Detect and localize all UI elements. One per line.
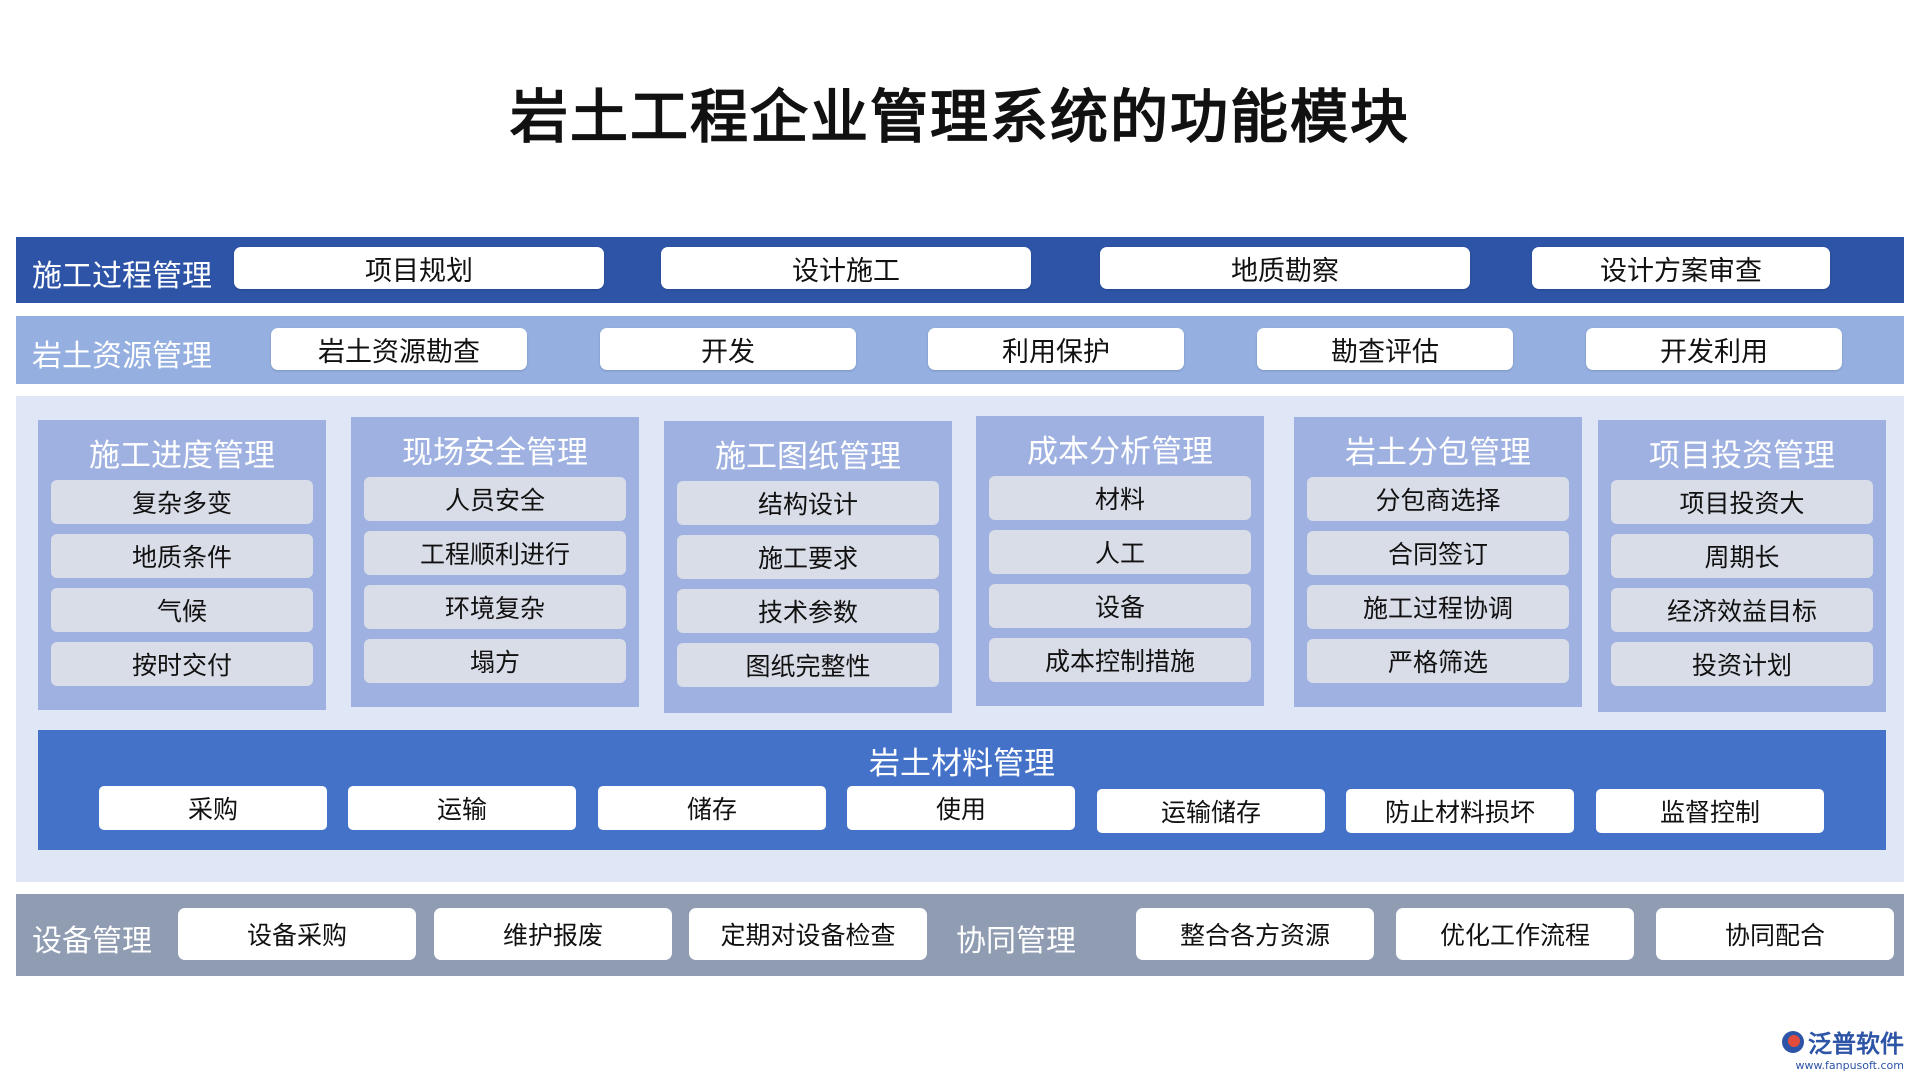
module-title: 施工进度管理 bbox=[89, 438, 275, 474]
module-item: 施工要求 bbox=[677, 535, 939, 579]
collab-item: 优化工作流程 bbox=[1396, 908, 1634, 960]
module-title: 现场安全管理 bbox=[402, 435, 588, 471]
materials-item: 使用 bbox=[847, 786, 1075, 830]
module-item: 塌方 bbox=[364, 639, 626, 683]
module-title: 施工图纸管理 bbox=[715, 439, 901, 475]
module-title: 成本分析管理 bbox=[1027, 434, 1213, 470]
module-item: 严格筛选 bbox=[1307, 639, 1569, 683]
module-item: 合同签订 bbox=[1307, 531, 1569, 575]
module-progress: 施工进度管理 复杂多变 地质条件 气候 按时交付 bbox=[38, 420, 326, 710]
row2-item: 勘查评估 bbox=[1257, 328, 1513, 370]
page-title: 岩土工程企业管理系统的功能模块 bbox=[509, 83, 1410, 151]
equipment-collab-band: 设备管理 设备采购 维护报废 定期对设备检查 协同管理 整合各方资源 优化工作流… bbox=[16, 894, 1904, 976]
brand-logo: 泛普软件 www.fanpusoft.com bbox=[1782, 1024, 1904, 1072]
logo-name: 泛普软件 bbox=[1808, 1030, 1904, 1058]
module-item: 投资计划 bbox=[1611, 642, 1873, 686]
module-title: 岩土分包管理 bbox=[1345, 435, 1531, 471]
module-subcontract: 岩土分包管理 分包商选择 合同签订 施工过程协调 严格筛选 bbox=[1294, 417, 1582, 707]
materials-item: 采购 bbox=[99, 786, 327, 830]
equipment-item: 定期对设备检查 bbox=[689, 908, 927, 960]
row1-item: 地质勘察 bbox=[1100, 247, 1470, 289]
construction-process-label: 施工过程管理 bbox=[32, 259, 212, 294]
materials-title: 岩土材料管理 bbox=[869, 746, 1055, 782]
module-item: 设备 bbox=[989, 584, 1251, 628]
module-item: 人工 bbox=[989, 530, 1251, 574]
row2-item: 开发 bbox=[600, 328, 856, 370]
materials-item: 储存 bbox=[598, 786, 826, 830]
module-item: 施工过程协调 bbox=[1307, 585, 1569, 629]
row2-item: 开发利用 bbox=[1586, 328, 1842, 370]
geo-resource-band: 岩土资源管理 岩土资源勘查 开发 利用保护 勘查评估 开发利用 bbox=[16, 316, 1904, 384]
module-item: 成本控制措施 bbox=[989, 638, 1251, 682]
row1-item: 项目规划 bbox=[234, 247, 604, 289]
row2-item: 岩土资源勘查 bbox=[271, 328, 527, 370]
module-item: 气候 bbox=[51, 588, 313, 632]
materials-item: 监督控制 bbox=[1596, 789, 1824, 833]
materials-item: 运输储存 bbox=[1097, 789, 1325, 833]
module-title: 项目投资管理 bbox=[1649, 438, 1835, 474]
collab-label: 协同管理 bbox=[956, 924, 1076, 959]
module-item: 分包商选择 bbox=[1307, 477, 1569, 521]
module-cost: 成本分析管理 材料 人工 设备 成本控制措施 bbox=[976, 416, 1264, 706]
row1-item: 设计方案审查 bbox=[1532, 247, 1830, 289]
module-safety: 现场安全管理 人员安全 工程顺利进行 环境复杂 塌方 bbox=[351, 417, 639, 707]
logo-url: www.fanpusoft.com bbox=[1795, 1059, 1904, 1072]
module-item: 复杂多变 bbox=[51, 480, 313, 524]
module-item: 工程顺利进行 bbox=[364, 531, 626, 575]
materials-item: 运输 bbox=[348, 786, 576, 830]
collab-item: 协同配合 bbox=[1656, 908, 1894, 960]
geo-resource-label: 岩土资源管理 bbox=[32, 339, 212, 374]
construction-process-band: 施工过程管理 项目规划 设计施工 地质勘察 设计方案审查 bbox=[16, 237, 1904, 303]
module-drawings: 施工图纸管理 结构设计 施工要求 技术参数 图纸完整性 bbox=[664, 421, 952, 713]
materials-item: 防止材料损坏 bbox=[1346, 789, 1574, 833]
module-item: 周期长 bbox=[1611, 534, 1873, 578]
row2-item: 利用保护 bbox=[928, 328, 1184, 370]
module-item: 经济效益目标 bbox=[1611, 588, 1873, 632]
equipment-item: 维护报废 bbox=[434, 908, 672, 960]
module-item: 地质条件 bbox=[51, 534, 313, 578]
module-item: 按时交付 bbox=[51, 642, 313, 686]
module-item: 环境复杂 bbox=[364, 585, 626, 629]
module-investment: 项目投资管理 项目投资大 周期长 经济效益目标 投资计划 bbox=[1598, 420, 1886, 712]
module-item: 结构设计 bbox=[677, 481, 939, 525]
equipment-item: 设备采购 bbox=[178, 908, 416, 960]
module-item: 技术参数 bbox=[677, 589, 939, 633]
collab-item: 整合各方资源 bbox=[1136, 908, 1374, 960]
row1-item: 设计施工 bbox=[661, 247, 1031, 289]
materials-band: 岩土材料管理 采购 运输 储存 使用 运输储存 防止材料损坏 监督控制 bbox=[38, 730, 1886, 850]
module-item: 图纸完整性 bbox=[677, 643, 939, 687]
module-item: 项目投资大 bbox=[1611, 480, 1873, 524]
logo-icon bbox=[1782, 1030, 1804, 1053]
module-item: 人员安全 bbox=[364, 477, 626, 521]
equipment-label: 设备管理 bbox=[32, 924, 152, 959]
module-item: 材料 bbox=[989, 476, 1251, 520]
